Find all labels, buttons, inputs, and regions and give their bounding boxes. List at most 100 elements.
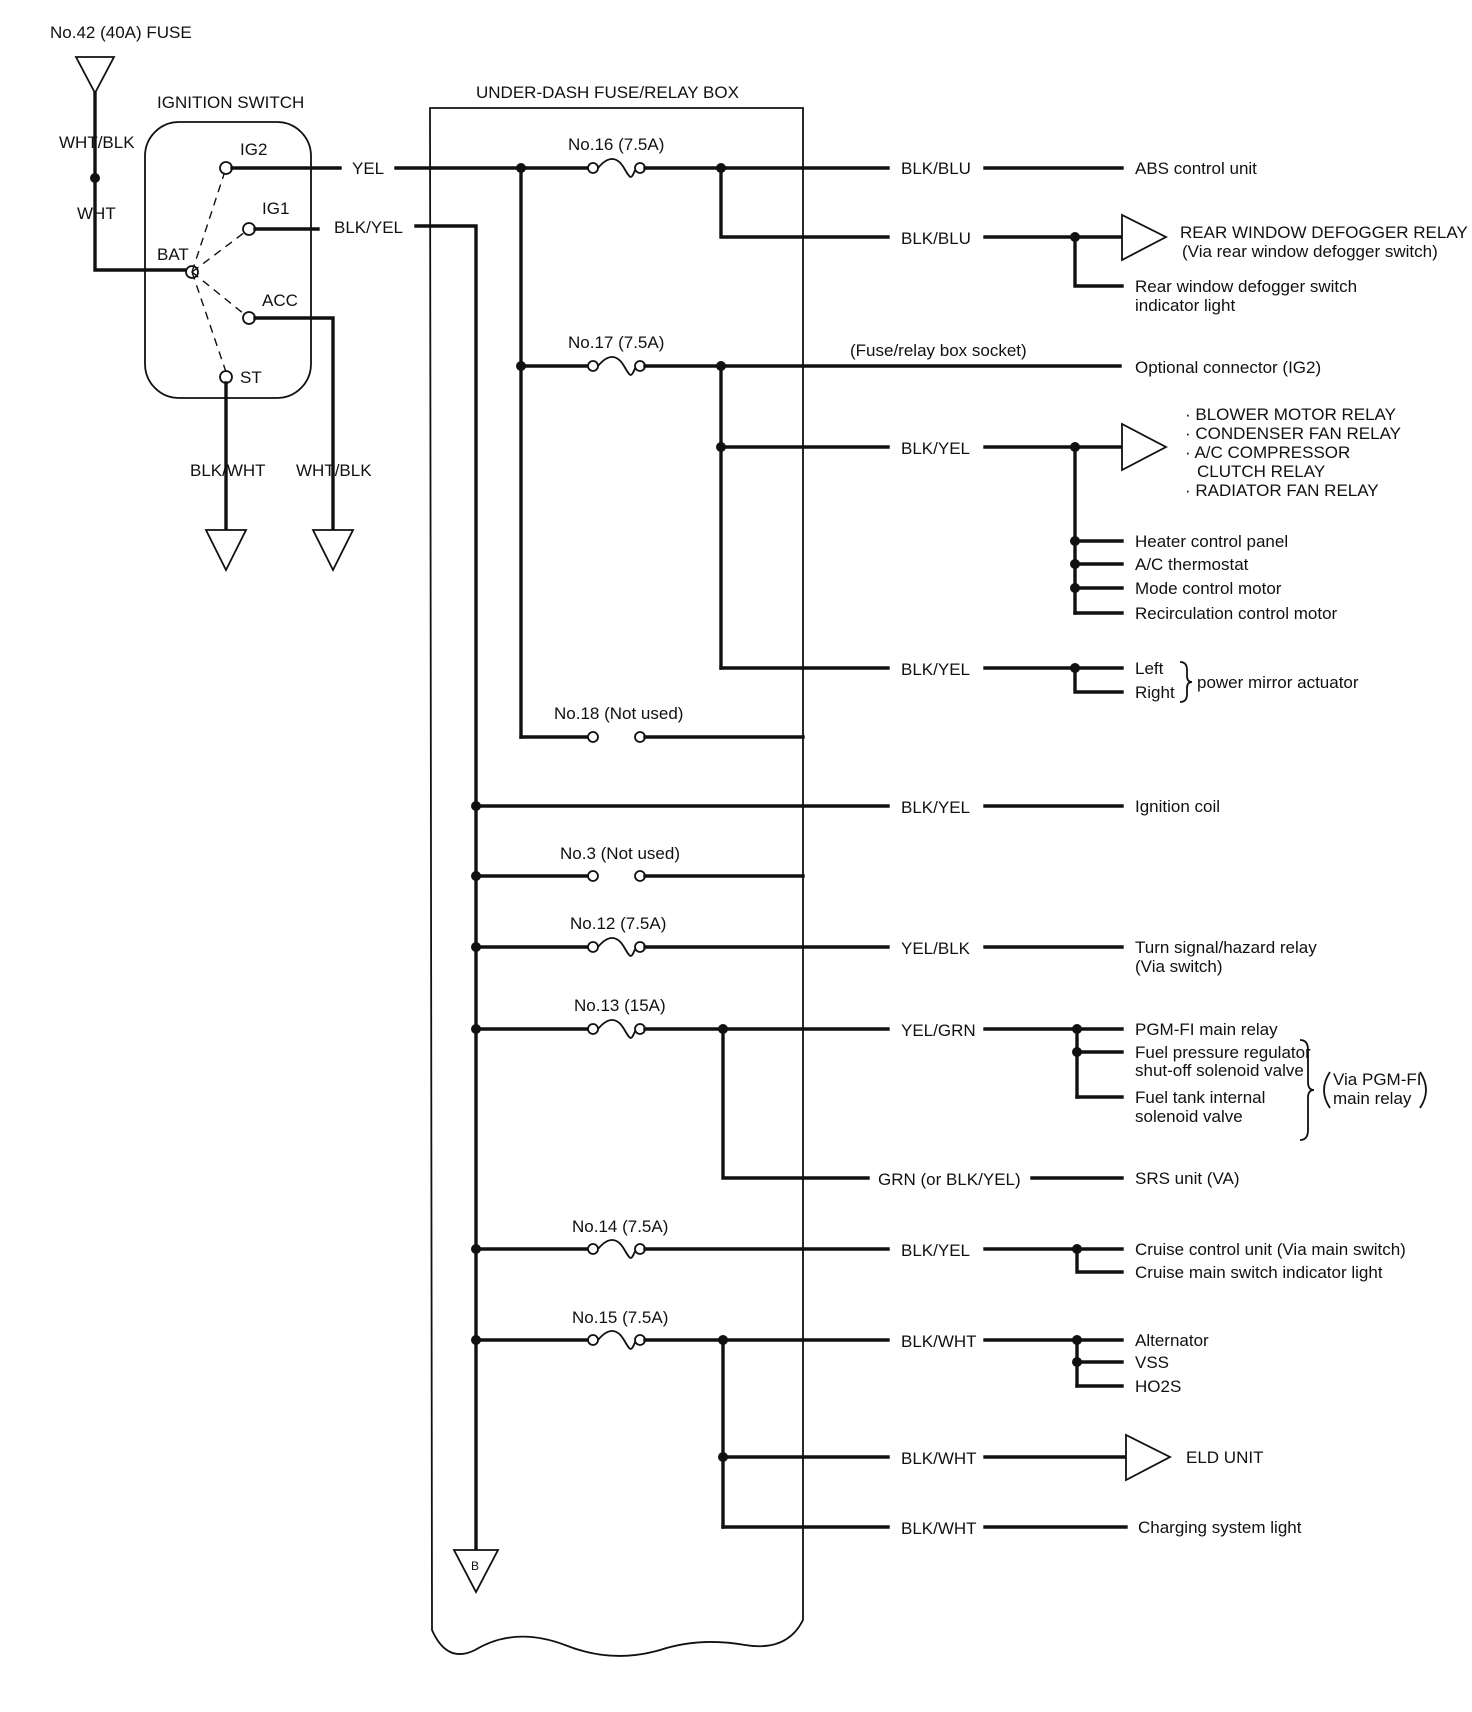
switch-position-acc [191,271,250,319]
via-pgm-label-2: main relay [1333,1089,1412,1108]
terminal-acc-label: ACC [262,291,298,310]
mirror-left-label: Left [1135,659,1164,678]
acc-output-wire [253,316,335,532]
defogger-relay-symbol [1121,213,1168,262]
pgm-fi-wire-color: YEL/GRN [901,1021,976,1040]
turn-signal-wire-color: YEL/BLK [901,939,971,958]
pgm-fi-relay-label: PGM-FI main relay [1135,1020,1278,1039]
terminal-ig1 [242,222,256,236]
fuel-tank-label-2: solenoid valve [1135,1107,1243,1126]
srs-label: SRS unit (VA) [1135,1169,1240,1188]
defogger-light-label-1: Rear window defogger switch [1135,277,1357,296]
terminal-ig2 [219,161,233,175]
relay-item-1: · BLOWER MOTOR RELAY [1185,405,1396,424]
eld-wire-color: BLK/WHT [901,1449,977,1468]
defogger-relay-label: REAR WINDOW DEFOGGER RELAY [1180,223,1468,242]
pgm-fi-brace [1299,1039,1315,1141]
switch-position-ig2 [191,167,227,273]
terminal-ig2-label: IG2 [240,140,267,159]
cruise-light-wire [1075,1247,1124,1274]
fuse-18-terminal-in [587,731,599,743]
ignition-coil-wire-color: BLK/YEL [901,798,970,817]
charging-wire-color: BLK/WHT [901,1519,977,1538]
mirror-right-label: Right [1135,683,1175,702]
relays-wire-color: BLK/YEL [901,439,970,458]
fuse-13-branch-srs [721,1027,870,1180]
fuse-13-terminal-in [587,1023,599,1035]
cruise-light-label: Cruise main switch indicator light [1135,1263,1383,1282]
ignition-switch-title: IGNITION SWITCH [157,93,304,112]
defogger-wire-color: BLK/BLU [901,229,971,248]
fuse-14-label: No.14 (7.5A) [572,1217,668,1236]
acc-connector-symbol [311,529,355,573]
abs-wire-color: BLK/BLU [901,159,971,178]
fuse-17-terminal-in [587,360,599,372]
relay-item-3: · A/C COMPRESSOR [1185,443,1350,462]
fuel-reg-label-1: Fuel pressure regulator [1135,1043,1311,1062]
relay-item-4: CLUTCH RELAY [1197,462,1325,481]
connector-b-label: B [471,1559,479,1573]
fuse-14-terminal-in [587,1243,599,1255]
cruise-unit-label: Cruise control unit (Via main switch) [1135,1240,1406,1259]
fuse-15-element [597,1330,637,1350]
terminal-st [219,370,233,384]
fuse-box-title: UNDER-DASH FUSE/RELAY BOX [476,83,739,102]
ho2s-label: HO2S [1135,1377,1181,1396]
fuse-3-terminal-in [587,870,599,882]
charging-light-label: Charging system light [1138,1518,1302,1537]
defogger-light-label-2: indicator light [1135,296,1235,315]
acc-wire-color: WHT/BLK [296,461,372,480]
terminal-acc [242,311,256,325]
turn-signal-via: (Via switch) [1135,957,1223,976]
fuse-box-outline [429,107,804,1657]
heater-panel-label: Heater control panel [1135,532,1288,551]
main-fuse-label: No.42 (40A) FUSE [50,23,192,42]
abs-load-label: ABS control unit [1135,159,1257,178]
ignition-coil-label: Ignition coil [1135,797,1220,816]
via-pgm-paren-left [1323,1071,1331,1109]
fuse-14-element [597,1239,637,1259]
srs-wire-color: GRN (or BLK/YEL) [878,1170,1021,1189]
via-pgm-label-1: Via PGM-FI [1333,1070,1421,1089]
fuse-12-label: No.12 (7.5A) [570,914,666,933]
eld-label: ELD UNIT [1186,1448,1263,1467]
ig1-bus-wire [414,224,478,1552]
main-fuse-connector-symbol [74,56,116,95]
turn-signal-label: Turn signal/hazard relay [1135,938,1317,957]
relay-item-5: · RADIATOR FAN RELAY [1185,481,1379,500]
vss-label: VSS [1135,1353,1169,1372]
battery-wire-junction [90,173,100,183]
alternator-label: Alternator [1135,1331,1209,1350]
fuse-17-element [597,356,637,376]
battery-wire-color-lower: WHT [77,204,116,223]
defogger-light-wire [1073,235,1124,288]
st-connector-symbol [204,529,248,573]
socket-note: (Fuse/relay box socket) [850,341,1027,360]
terminal-ig1-label: IG1 [262,199,289,218]
connector-b-symbol [452,1549,500,1594]
mirror-brace [1179,661,1193,703]
switch-position-ig1 [191,228,250,273]
relays-symbol [1121,422,1168,472]
fuse-16-element [597,158,637,178]
fuse-13-element [597,1019,637,1039]
via-pgm-paren-right [1419,1071,1427,1109]
fuse-12-terminal-in [587,941,599,953]
fuse-15-terminal-in [587,1334,599,1346]
ig1-wire-color: BLK/YEL [334,218,403,237]
fuse-15-label: No.15 (7.5A) [572,1308,668,1327]
battery-wire-color-upper: WHT/BLK [59,133,135,152]
fuse-16-terminal-in [587,162,599,174]
optional-connector-label: Optional connector (IG2) [1135,358,1321,377]
recirc-motor-label: Recirculation control motor [1135,604,1338,623]
fuse-17-label: No.17 (7.5A) [568,333,664,352]
fuse-3-label: No.3 (Not used) [560,844,680,863]
ignition-switch-body [144,121,312,399]
fuel-reg-label-2: shut-off solenoid valve [1135,1061,1304,1080]
fuse-16-branch-defogger [719,166,890,239]
fuse-12-element [597,937,637,957]
fuse-13-label: No.13 (15A) [574,996,666,1015]
fuel-tank-label-1: Fuel tank internal [1135,1088,1265,1107]
relay-item-2: · CONDENSER FAN RELAY [1185,424,1401,443]
